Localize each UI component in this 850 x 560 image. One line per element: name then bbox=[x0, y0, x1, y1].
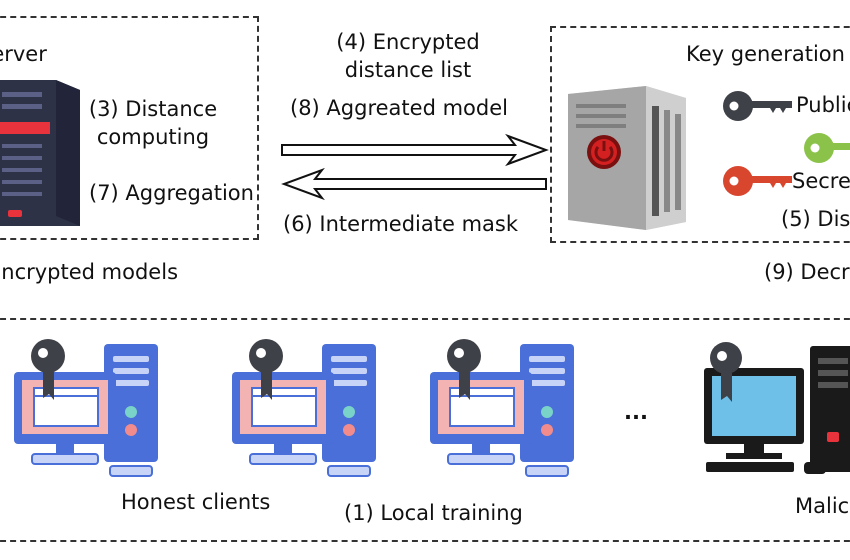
decrypt-label: (9) Decr bbox=[764, 260, 850, 284]
ellipsis-label: ... bbox=[624, 400, 648, 424]
keygen-box bbox=[550, 26, 850, 243]
intermediate-mask-label: (6) Intermediate mask bbox=[283, 212, 519, 236]
distance-computing-label: (3) Distance computing bbox=[88, 97, 218, 149]
malicious-label: Malic bbox=[795, 494, 850, 518]
keygen-title: Key generation bbox=[686, 42, 845, 66]
encrypted-models-label: Encrypted models bbox=[0, 260, 179, 284]
distribute-label: (5) Dis bbox=[781, 207, 850, 231]
right-arrow-icon bbox=[281, 133, 549, 167]
secret-key-label: Secret bbox=[792, 169, 850, 193]
server-title: Server bbox=[0, 42, 47, 66]
left-arrow-icon bbox=[281, 167, 547, 201]
key-server-tower-icon bbox=[568, 86, 686, 230]
server-box bbox=[0, 16, 259, 240]
honest-client-computer-icon bbox=[430, 339, 574, 477]
green-key-icon bbox=[804, 133, 850, 163]
secret-key-icon bbox=[723, 166, 792, 196]
honest-client-computer-icon bbox=[14, 339, 158, 477]
aggregation-label: (7) Aggregation bbox=[89, 181, 254, 205]
server-rack-icon bbox=[0, 80, 80, 226]
public-key-icon bbox=[723, 91, 792, 121]
public-key-label: Public bbox=[796, 93, 850, 117]
encrypted-distance-list-label: (4) Encrypted distance list bbox=[336, 30, 480, 82]
malicious-client-computer-icon bbox=[704, 342, 850, 474]
aggregated-model-label: (8) Aggreated model bbox=[290, 96, 508, 120]
local-training-label: (1) Local training bbox=[344, 501, 523, 525]
clients-box bbox=[0, 318, 850, 542]
honest-clients-label: Honest clients bbox=[121, 490, 271, 514]
honest-client-computer-icon bbox=[232, 339, 376, 477]
